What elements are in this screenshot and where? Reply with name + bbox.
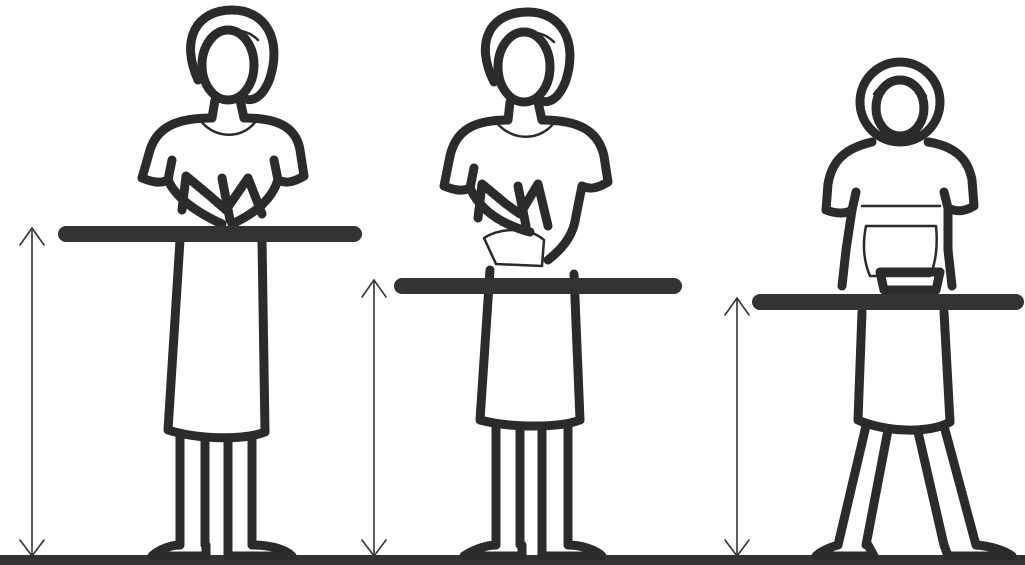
legs	[838, 426, 976, 545]
right-shoe	[228, 545, 292, 556]
woman-figure	[142, 10, 304, 556]
right-shoe	[542, 545, 602, 556]
right-forearm	[548, 186, 582, 260]
pen	[222, 178, 230, 220]
face	[202, 30, 254, 100]
left-shoe	[152, 545, 206, 556]
panel-1	[20, 10, 354, 556]
object-box	[880, 272, 940, 290]
waist	[862, 206, 940, 276]
right-shoulder	[542, 120, 608, 188]
left-shoe	[464, 545, 522, 556]
panel-2	[362, 12, 674, 556]
legs	[496, 426, 568, 545]
apron-tie	[484, 230, 544, 266]
face	[498, 32, 550, 102]
height-arrow	[20, 228, 44, 556]
right-shoulder	[244, 118, 304, 182]
hands	[478, 184, 548, 226]
skirt	[858, 312, 950, 430]
right-shoe	[944, 545, 1012, 556]
height-arrow	[362, 280, 386, 556]
right-shoulder	[928, 142, 974, 211]
left-shoe	[816, 545, 874, 556]
pen	[518, 186, 526, 226]
skirt	[168, 240, 265, 438]
left-arm	[842, 210, 852, 286]
left-shoulder	[826, 142, 872, 213]
left-shoulder	[444, 120, 508, 190]
panel-3	[725, 62, 1016, 556]
face	[876, 80, 924, 136]
right-arm	[948, 208, 952, 286]
height-arrow	[725, 298, 749, 556]
left-shoulder	[142, 118, 212, 182]
legs	[180, 436, 252, 545]
